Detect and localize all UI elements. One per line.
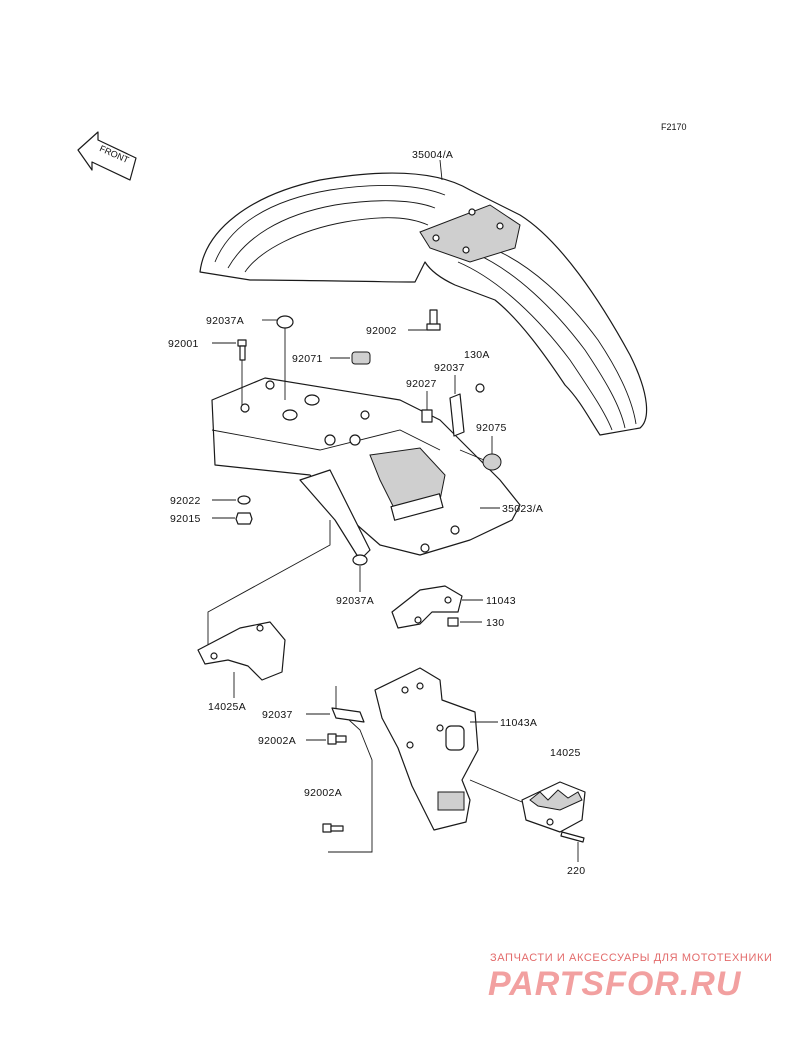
bolt-130A-icon bbox=[475, 383, 485, 393]
label-220: 220 bbox=[567, 865, 585, 877]
label-14025: 14025 bbox=[550, 747, 581, 759]
watermark-logo: ЗАПЧАСТИ И АКСЕССУАРЫ ДЛЯ МОТОТЕХНИКИ PA… bbox=[488, 952, 772, 1003]
label-92002-top: 92002 bbox=[366, 325, 397, 337]
bolt-220-icon bbox=[560, 831, 585, 843]
watermark-brand: PARTSFOR.RU bbox=[488, 965, 742, 1003]
watermark-tagline: ЗАПЧАСТИ И АКСЕССУАРЫ ДЛЯ МОТОТЕХНИКИ bbox=[490, 952, 772, 964]
label-92075: 92075 bbox=[476, 422, 507, 434]
label-92022: 92022 bbox=[170, 495, 201, 507]
nut-92015-icon bbox=[235, 512, 253, 525]
label-14025A: 14025A bbox=[208, 701, 246, 713]
label-92037-top: 92037 bbox=[434, 362, 465, 374]
collar-92027-icon bbox=[421, 409, 433, 423]
label-35004A: 35004/A bbox=[412, 149, 453, 161]
label-92037A-bottom: 92037A bbox=[336, 595, 374, 607]
rear-fender-bracket-part bbox=[211, 377, 521, 561]
clamp-92037-bottom-icon bbox=[331, 707, 365, 723]
label-130A: 130A bbox=[464, 349, 490, 361]
label-11043: 11043 bbox=[486, 595, 516, 607]
label-92002A-a: 92002A bbox=[258, 735, 296, 747]
rubber-92071-icon bbox=[351, 351, 371, 365]
label-130: 130 bbox=[486, 617, 504, 629]
clamp-92037-top-icon bbox=[449, 393, 465, 437]
bracket-11043-part bbox=[391, 585, 463, 629]
bracket-14025A-part bbox=[197, 621, 286, 681]
front-fender-part bbox=[199, 172, 648, 436]
washer-92022-icon bbox=[237, 495, 251, 505]
label-92002A-b: 92002A bbox=[304, 787, 342, 799]
bracket-11043A-part bbox=[374, 667, 479, 831]
label-92037A-top: 92037A bbox=[206, 315, 244, 327]
label-92071: 92071 bbox=[292, 353, 323, 365]
bolt-92002A-b-icon bbox=[322, 823, 344, 833]
bolt-130-icon bbox=[447, 617, 459, 627]
label-11043A: 11043A bbox=[500, 717, 537, 729]
grommet-92037A-top-icon bbox=[276, 315, 294, 329]
label-92015: 92015 bbox=[170, 513, 201, 525]
grommet-92075-icon bbox=[482, 453, 502, 471]
diagram-code: F2170 bbox=[661, 122, 687, 132]
bolt-92002A-a-icon bbox=[327, 733, 347, 745]
label-92027: 92027 bbox=[406, 378, 437, 390]
front-arrow-icon: FRONT bbox=[77, 131, 137, 181]
label-35023A: 35023/A bbox=[502, 503, 543, 515]
rubber-block-14025-part bbox=[521, 781, 586, 833]
label-92037-bottom: 92037 bbox=[262, 709, 293, 721]
bolt-92002-icon bbox=[426, 309, 441, 331]
grommet-92037A-bottom-icon bbox=[352, 554, 368, 566]
label-92001: 92001 bbox=[168, 338, 199, 350]
bolt-92001-icon bbox=[237, 339, 247, 361]
